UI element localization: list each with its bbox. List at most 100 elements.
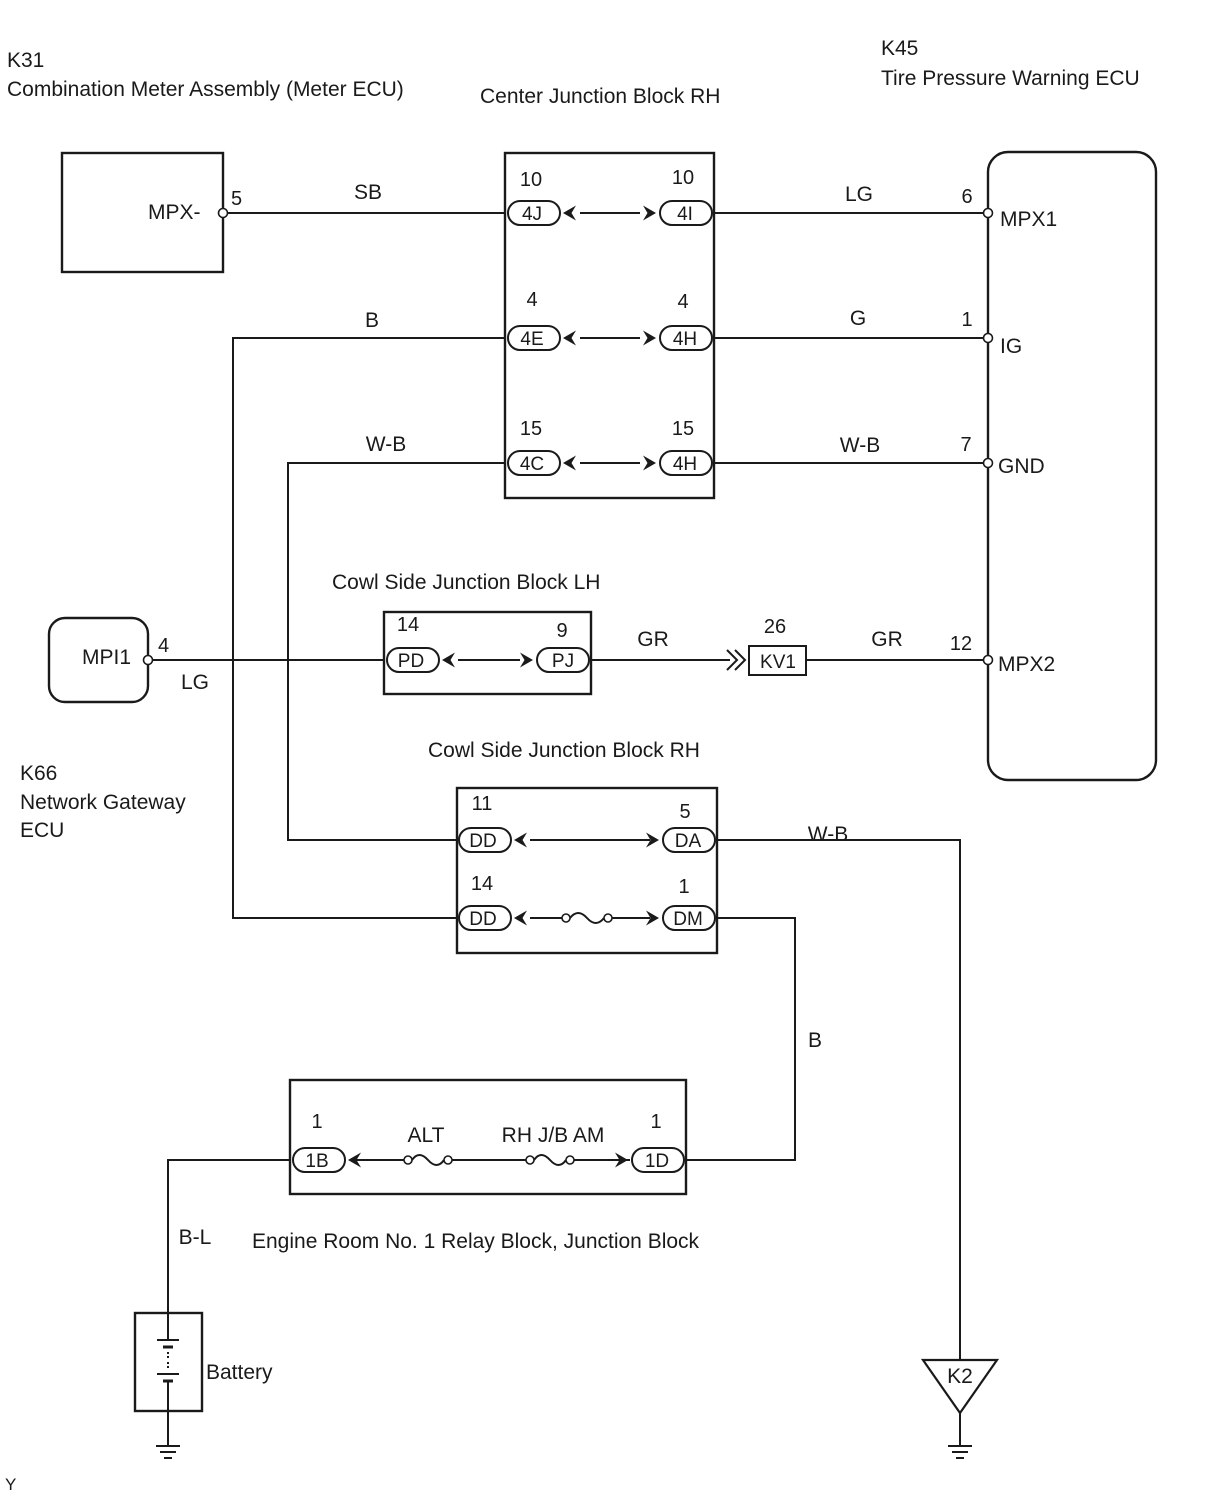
connector-dd-bottom-label: DD [469, 909, 496, 930]
pin-da: 5 [679, 801, 690, 823]
kv1-chevrons [726, 649, 747, 671]
cowl-lh-junction-block-box [382, 610, 593, 696]
k45-gnd-terminal [982, 457, 994, 469]
wire-color-b-ig: B [365, 309, 379, 332]
wire-color-wb-ground: W-B [808, 823, 848, 846]
cowl-lh-title: Cowl Side Junction Block LH [332, 571, 600, 594]
pin-pd: 14 [397, 614, 419, 636]
pin-k45-gnd: 7 [960, 434, 971, 456]
connector-pj-label: PJ [552, 651, 574, 672]
wire-color-wb-gnd-right: W-B [840, 434, 880, 457]
wire-color-wb-gnd-left: W-B [366, 433, 406, 456]
wire-color-bl: B-L [179, 1226, 212, 1249]
pin-4h-ig: 4 [677, 291, 688, 313]
pin-k45-mpx2: 12 [950, 633, 972, 655]
k45-gnd-label: GND [998, 455, 1045, 478]
k31-mpx-label: MPX- [148, 201, 201, 224]
pin-k45-ig: 1 [961, 309, 972, 331]
connector-dd-bottom [458, 905, 512, 931]
connector-4e-label: 4E [520, 329, 543, 350]
pin-k66-mpi1: 4 [158, 635, 169, 657]
connector-4h-gnd [659, 450, 713, 476]
connector-kv1-label: KV1 [760, 652, 796, 673]
fuse-alt-label: ALT [408, 1124, 445, 1147]
pin-4h-gnd: 15 [672, 418, 694, 440]
k31-code: K31 [7, 49, 44, 72]
battery-ground-icon [156, 1411, 180, 1459]
connector-4h-ig-label: 4H [673, 329, 697, 350]
connector-kv1 [748, 645, 807, 676]
connector-da [662, 827, 716, 853]
wire-bl-1b-to-battery [167, 1159, 290, 1313]
connector-1d [631, 1147, 685, 1173]
center-junction-block-box [503, 151, 716, 500]
corner-mark: Y [5, 1475, 16, 1494]
k45-mpx1-label: MPX1 [1000, 208, 1057, 231]
k66-mpi1-label: MPI1 [82, 646, 131, 669]
pin-dm: 1 [678, 876, 689, 898]
connector-4c [507, 450, 561, 476]
connector-1b [292, 1147, 346, 1173]
fuse-rh-jb-am-label: RH J/B AM [502, 1124, 605, 1147]
connector-dd-top-label: DD [469, 831, 496, 852]
connector-pd-label: PD [398, 651, 424, 672]
rh-jb-am-fuse-icon [525, 1154, 575, 1166]
pin-1b: 1 [311, 1111, 322, 1133]
wire-color-gr-right: GR [871, 628, 903, 651]
connector-4c-label: 4C [520, 454, 544, 475]
k45-mpx2-label: MPX2 [998, 653, 1055, 676]
k66-name-line1: Network Gateway [20, 791, 186, 814]
wire-color-gr-mid: GR [637, 628, 669, 651]
k66-mpi1-terminal [142, 654, 154, 666]
cowl-rh-arrows [514, 832, 659, 926]
k66-name-line2: ECU [20, 819, 64, 842]
connector-4h-gnd-label: 4H [673, 454, 697, 475]
connector-4e [507, 325, 561, 351]
k45-code: K45 [881, 37, 918, 60]
connector-1d-label: 1D [645, 1151, 669, 1172]
pin-pj: 9 [556, 620, 567, 642]
k45-mpx1-terminal [982, 207, 994, 219]
pin-kv1: 26 [764, 616, 786, 638]
pin-1d: 1 [650, 1111, 661, 1133]
pin-dd-top: 11 [472, 793, 493, 815]
pin-dd-bottom: 14 [471, 873, 493, 895]
wire-color-b-feed: B [808, 1029, 822, 1052]
wire-color-g-ig: G [850, 307, 866, 330]
k45-ig-label: IG [1000, 335, 1022, 358]
cowl-rh-title: Cowl Side Junction Block RH [428, 739, 700, 762]
k31-mpx-terminal [217, 207, 229, 219]
k2-ground-point-icon [920, 1358, 1000, 1415]
wire-wb-da-to-k2 [717, 839, 961, 1360]
connector-4j-label: 4J [522, 204, 542, 225]
pin-k31-mpx: 5 [231, 188, 242, 210]
pin-4j: 10 [520, 169, 542, 191]
k45-name: Tire Pressure Warning ECU [881, 67, 1140, 90]
connector-dd-top [458, 827, 512, 853]
k66-code: K66 [20, 762, 57, 785]
pin-4e: 4 [526, 289, 537, 311]
k45-ig-terminal [982, 332, 994, 344]
connector-4i-label: 4I [677, 204, 693, 225]
wire-color-sb: SB [354, 181, 382, 204]
k2-ground-icon [948, 1413, 972, 1459]
battery-icon [157, 1313, 179, 1411]
connector-4h-ig [659, 325, 713, 351]
connector-4i [659, 200, 713, 226]
wire-b-4e-to-dd [232, 337, 505, 919]
cowl-rh-fuse [561, 912, 613, 924]
pin-k45-mpx1: 6 [961, 186, 972, 208]
engine-room-block-title: Engine Room No. 1 Relay Block, Junction … [252, 1230, 700, 1253]
wire-color-lg-mpx1: LG [845, 183, 873, 206]
k45-mpx2-terminal [982, 654, 994, 666]
wire-b-dm-to-1d [686, 917, 796, 1161]
connector-1b-label: 1B [305, 1151, 328, 1172]
center-junction-block-title: Center Junction Block RH [480, 85, 720, 108]
connector-pd [386, 647, 440, 673]
k31-name: Combination Meter Assembly (Meter ECU) [7, 78, 404, 101]
engine-room-relay-block-box [288, 1078, 688, 1196]
connector-4j [507, 200, 561, 226]
ground-k2-label: K2 [947, 1365, 973, 1388]
alt-fuse-icon [403, 1154, 453, 1166]
